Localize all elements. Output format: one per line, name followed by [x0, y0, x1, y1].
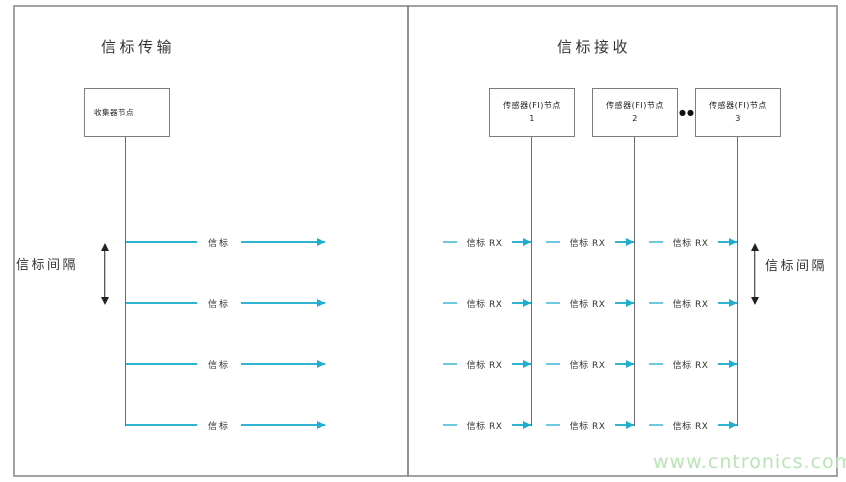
collector-timeline [125, 137, 126, 426]
beacon-rx-label: 信标 RX [569, 299, 606, 310]
beacon-row: 信标 [126, 296, 325, 310]
beacon-arrow-icon [241, 302, 325, 304]
beacon-arrow-icon [241, 241, 325, 243]
arrow-down-icon [750, 297, 759, 305]
beacon-rx-arrow-icon [615, 302, 634, 304]
beacon-row: 信标 [126, 357, 325, 371]
beacon-rx-arrow-icon [718, 424, 737, 426]
beacon-rx-cell: 信标 RX [443, 418, 531, 432]
beacon-line [126, 302, 197, 304]
beacon-line-stub [443, 363, 457, 365]
beacon-rx-arrow-icon [718, 363, 737, 365]
beacon-rx-cell: 信标 RX [443, 357, 531, 371]
beacon-row: 信标 [126, 418, 325, 432]
beacon-line-stub [443, 424, 457, 426]
beacon-interval-arrow-icon [100, 243, 109, 305]
arrow-stem [103, 248, 106, 300]
sensor-node-label: 传感器(FI)节点 [606, 100, 664, 110]
beacon-line-stub [546, 363, 560, 365]
left-panel-title: 信标传输 [101, 38, 176, 56]
beacon-line-stub [649, 302, 663, 304]
beacon-rx-cell: 信标 RX [546, 235, 634, 249]
beacon-rx-arrow-icon [718, 241, 737, 243]
beacon-line [126, 424, 197, 426]
beacon-rx-label: 信标 RX [466, 238, 503, 249]
sensor-timeline-2 [634, 137, 635, 426]
beacon-rx-label: 信标 RX [466, 299, 503, 310]
beacon-label: 信标 [208, 421, 231, 432]
beacon-rx-cell: 信标 RX [649, 418, 737, 432]
arrow-up-icon [750, 243, 759, 251]
beacon-rx-arrow-icon [718, 302, 737, 304]
panel-divider [407, 5, 409, 477]
beacon-rx-cell: 信标 RX [649, 235, 737, 249]
beacon-line-stub [546, 302, 560, 304]
beacon-rx-cell: 信标 RX [649, 357, 737, 371]
beacon-interval-label: 信标间隔 [765, 259, 828, 274]
arrow-up-icon [100, 243, 109, 251]
right-panel-title: 信标接收 [557, 38, 632, 56]
beacon-line-stub [649, 363, 663, 365]
arrow-stem [753, 248, 756, 300]
collector-node-label: 收集器节点 [94, 108, 134, 117]
beacon-line-stub [649, 241, 663, 243]
beacon-rx-label: 信标 RX [569, 360, 606, 371]
beacon-arrow-icon [241, 363, 325, 365]
beacon-line-stub [443, 241, 457, 243]
beacon-label: 信标 [208, 238, 231, 249]
beacon-label: 信标 [208, 299, 231, 310]
sensor-node-number: 2 [632, 113, 638, 123]
beacon-rx-label: 信标 RX [672, 238, 709, 249]
beacon-rx-label: 信标 RX [466, 421, 503, 432]
beacon-rx-label: 信标 RX [569, 421, 606, 432]
beacon-rx-arrow-icon [512, 302, 531, 304]
beacon-rx-label: 信标 RX [569, 238, 606, 249]
arrow-down-icon [100, 297, 109, 305]
sensor-node-number: 1 [529, 113, 535, 123]
collector-node-box: 收集器节点 [84, 88, 170, 137]
beacon-rx-cell: 信标 RX [546, 296, 634, 310]
beacon-rx-arrow-icon [512, 363, 531, 365]
beacon-rx-cell: 信标 RX [649, 296, 737, 310]
beacon-rx-cell: 信标 RX [546, 418, 634, 432]
beacon-rx-arrow-icon [512, 241, 531, 243]
sensor-node-box-1: 传感器(FI)节点 1 [489, 88, 575, 137]
beacon-line-stub [443, 302, 457, 304]
sensor-node-box-2: 传感器(FI)节点 2 [592, 88, 678, 137]
beacon-rx-cell: 信标 RX [546, 357, 634, 371]
beacon-rx-cell: 信标 RX [443, 235, 531, 249]
beacon-rx-label: 信标 RX [672, 421, 709, 432]
beacon-rx-arrow-icon [615, 241, 634, 243]
ellipsis-dots-icon: ●● [679, 108, 695, 117]
beacon-rx-arrow-icon [615, 363, 634, 365]
sensor-timeline-1 [531, 137, 532, 426]
beacon-label: 信标 [208, 360, 231, 371]
beacon-line-stub [546, 424, 560, 426]
beacon-line [126, 363, 197, 365]
beacon-line-stub [546, 241, 560, 243]
watermark: www.cntronics.com [653, 451, 846, 473]
beacon-interval-label: 信标间隔 [16, 258, 79, 273]
sensor-node-label: 传感器(FI)节点 [709, 100, 767, 110]
beacon-rx-arrow-icon [615, 424, 634, 426]
beacon-rx-arrow-icon [512, 424, 531, 426]
sensor-timeline-3 [737, 137, 738, 426]
beacon-rx-label: 信标 RX [672, 360, 709, 371]
beacon-arrow-icon [241, 424, 325, 426]
beacon-row: 信标 [126, 235, 325, 249]
beacon-rx-label: 信标 RX [466, 360, 503, 371]
beacon-rx-cell: 信标 RX [443, 296, 531, 310]
sensor-node-box-3: 传感器(FI)节点 3 [695, 88, 781, 137]
beacon-line-stub [649, 424, 663, 426]
beacon-rx-label: 信标 RX [672, 299, 709, 310]
sensor-node-number: 3 [735, 113, 741, 123]
beacon-line [126, 241, 197, 243]
beacon-interval-arrow-icon [750, 243, 759, 305]
sensor-node-label: 传感器(FI)节点 [503, 100, 561, 110]
